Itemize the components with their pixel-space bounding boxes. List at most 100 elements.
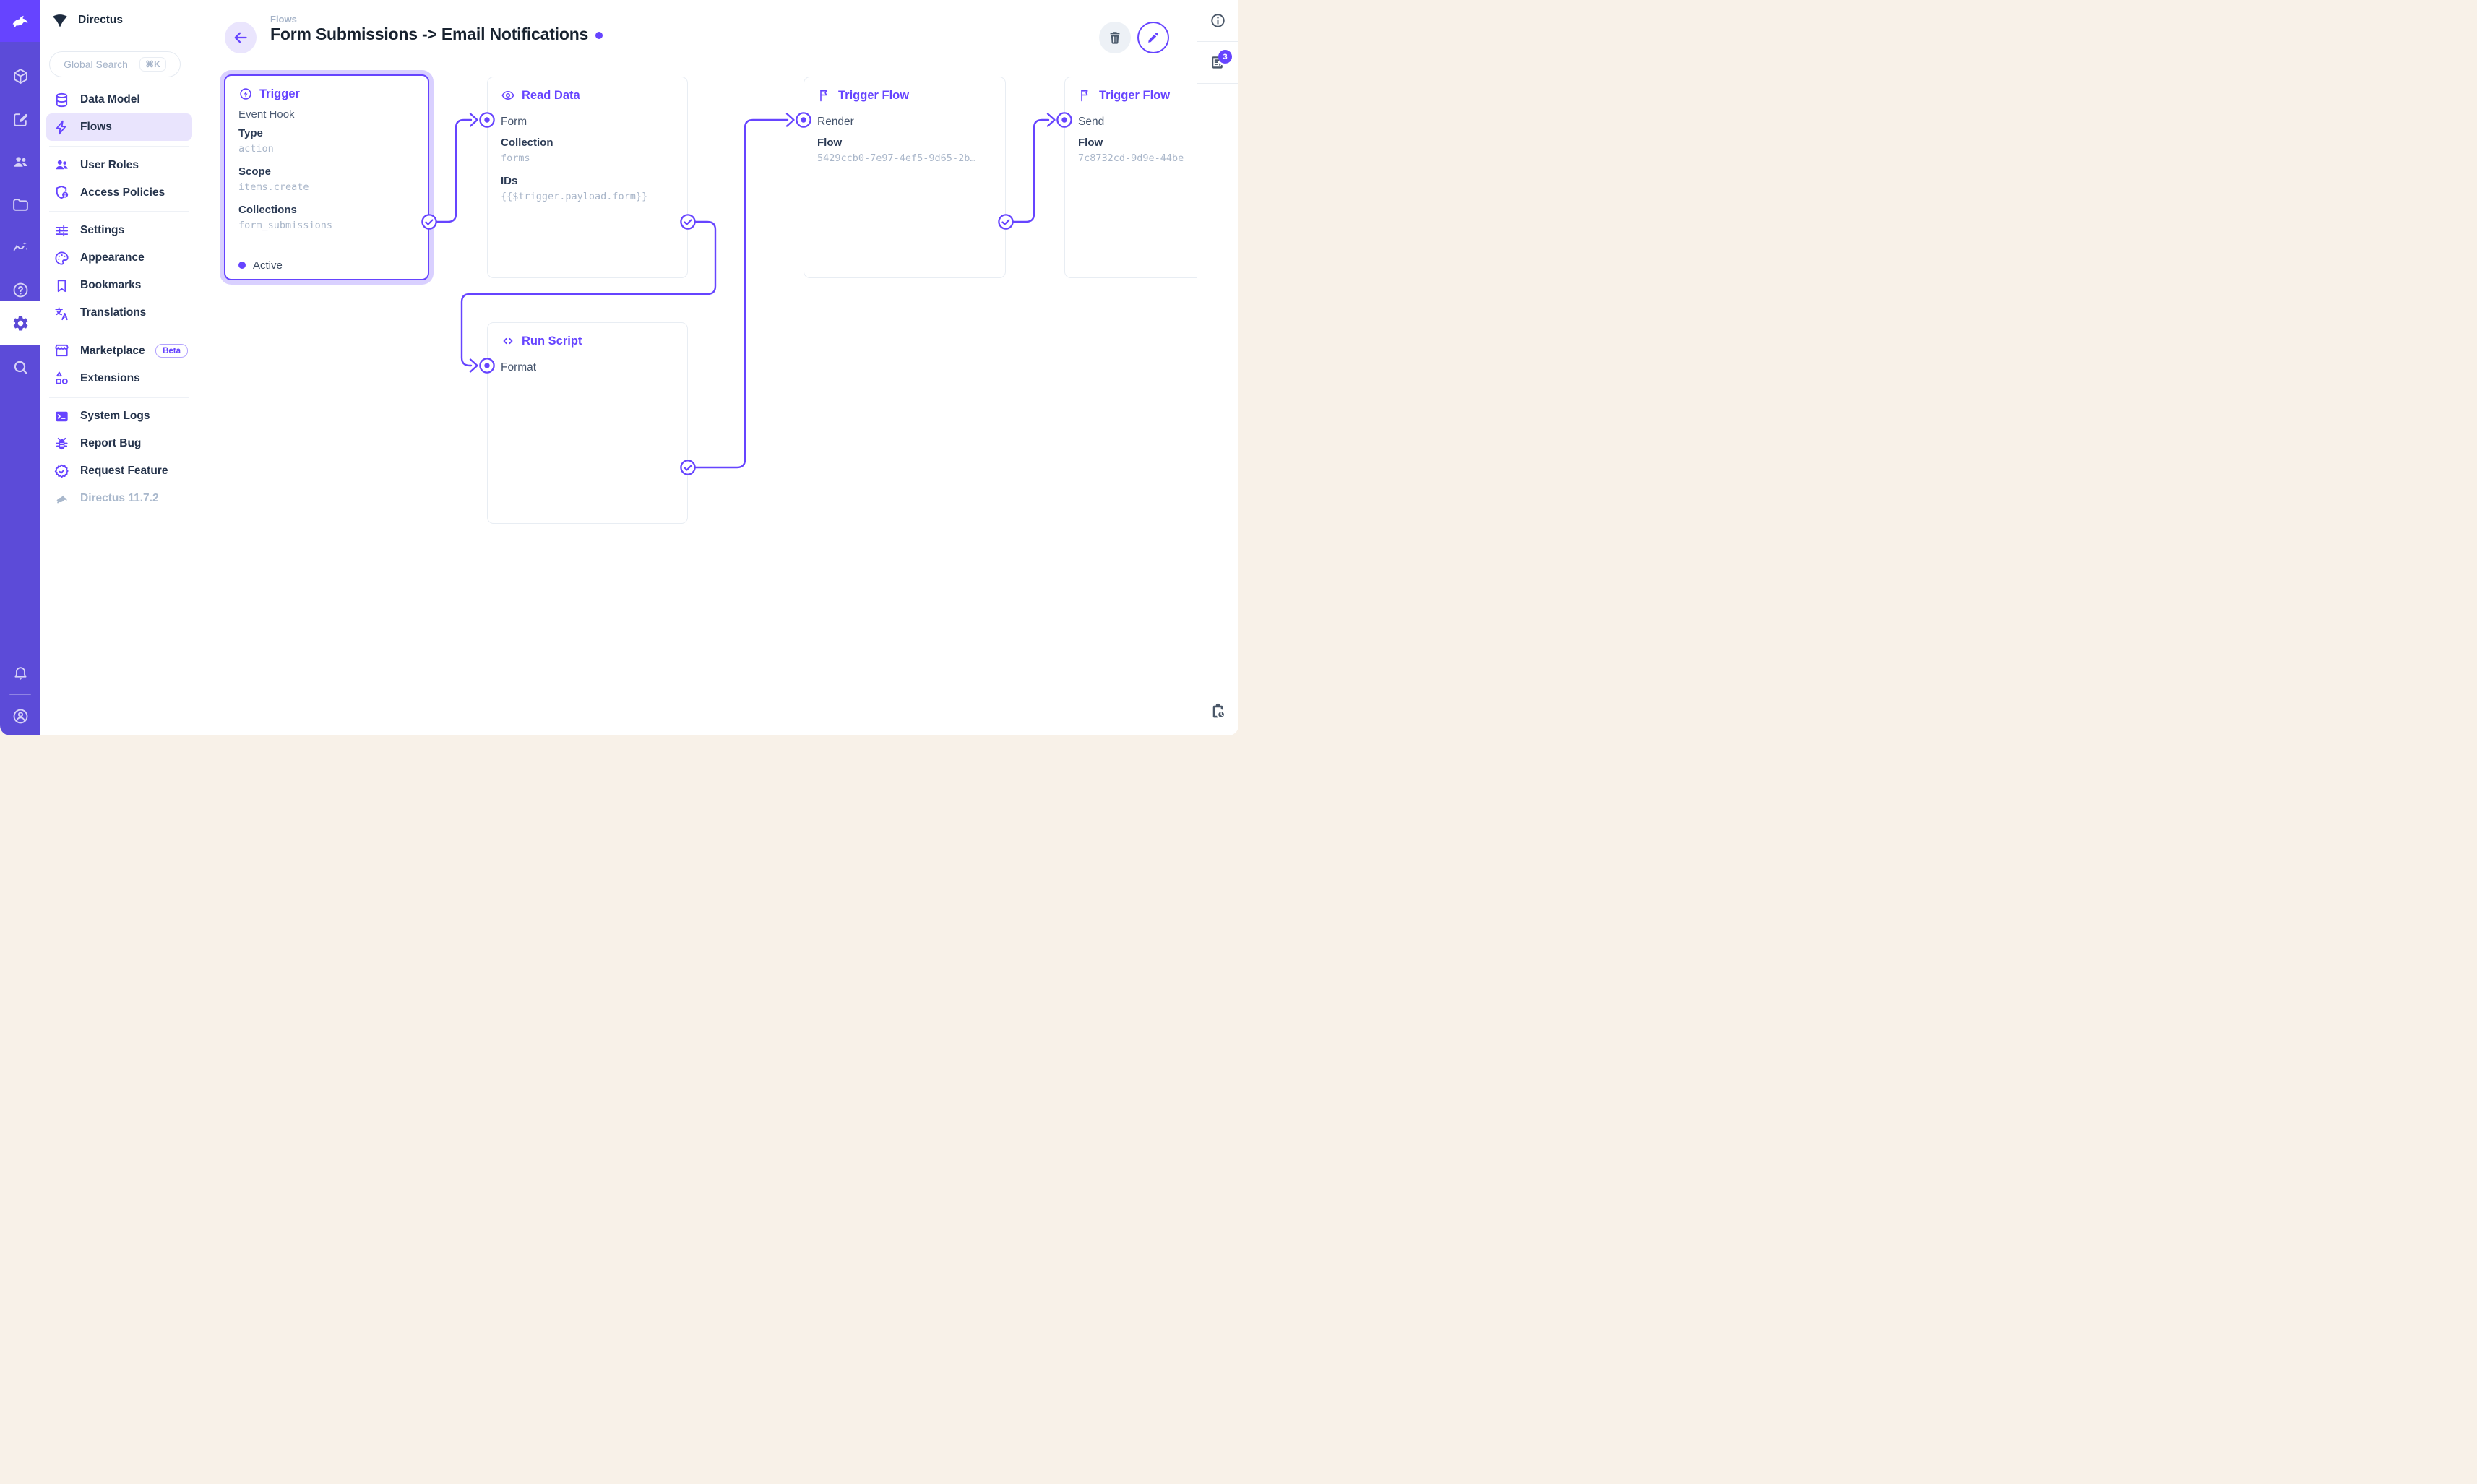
- revisions-count-badge: 3: [1218, 50, 1232, 64]
- field-label: Collection: [501, 137, 553, 149]
- module-bar-divider: [9, 694, 31, 695]
- flow-panel-run-script[interactable]: Run Script Format: [487, 322, 688, 524]
- notifications-button[interactable]: [0, 652, 40, 695]
- global-search[interactable]: ⌘K: [49, 51, 181, 77]
- bug-icon: [56, 437, 68, 449]
- delete-flow-button[interactable]: [1099, 22, 1131, 53]
- wire-run-script-to-trigger-flow-1: [693, 118, 789, 469]
- version-label: Directus 11.7.2: [80, 492, 159, 504]
- flow-canvas[interactable]: Trigger Event Hook Type action Scope ite…: [0, 0, 1238, 735]
- module-content[interactable]: [0, 55, 40, 98]
- module-settings[interactable]: [0, 301, 40, 345]
- sidebar-item-appearance[interactable]: Appearance: [46, 244, 192, 272]
- nav-divider: [49, 397, 189, 398]
- module-insights[interactable]: [0, 226, 40, 269]
- project-name: Directus: [78, 14, 124, 26]
- trigger-type: Event Hook: [238, 108, 295, 121]
- revisions-sidebar-button[interactable]: 3: [1197, 42, 1238, 84]
- module-help[interactable]: [0, 269, 40, 311]
- flag-icon: [1081, 90, 1088, 102]
- sidebar-item-label: Report Bug: [80, 437, 142, 449]
- account-button[interactable]: [0, 695, 40, 735]
- wire-trigger-to-read-data: [434, 118, 473, 223]
- project-header[interactable]: Directus: [40, 9, 123, 32]
- panel-header: Read Data: [501, 87, 674, 104]
- wire-arrowhead: [785, 113, 795, 127]
- svg-text:A: A: [62, 312, 68, 321]
- nav-divider: [49, 145, 189, 147]
- flow-activity-button[interactable]: [1197, 694, 1238, 728]
- field-label: Collections: [238, 204, 297, 216]
- field-value: 5429ccb0-7e97-4ef5-9d65-2b…: [817, 152, 976, 164]
- input-ports: [479, 112, 1072, 374]
- directus-rabbit-icon-gray: [56, 494, 67, 504]
- directus-rabbit-icon: [12, 15, 28, 27]
- directus-logo-button[interactable]: [0, 0, 40, 42]
- unsaved-indicator-dot: [595, 32, 603, 39]
- field-value: {{$trigger.payload.form}}: [501, 191, 648, 202]
- input-port-read-data: [479, 112, 495, 128]
- info-icon: [1211, 14, 1225, 27]
- sidebar-item-flows[interactable]: Flows: [46, 113, 192, 141]
- sidebar-item-translations[interactable]: A Translations: [46, 299, 192, 327]
- eye-icon: [501, 91, 514, 100]
- nav-divider: [49, 211, 189, 212]
- field-label: Flow: [1078, 137, 1103, 149]
- field-value: action: [238, 143, 274, 155]
- breadcrumb[interactable]: Flows: [270, 14, 297, 25]
- panel-input-label: Render: [817, 116, 854, 128]
- sidebar-item-request-feature[interactable]: Request Feature: [46, 457, 192, 485]
- sidebar-item-label: System Logs: [80, 410, 150, 422]
- input-port-trigger-flow-1: [796, 112, 811, 128]
- module-search[interactable]: [0, 346, 40, 389]
- directus-app-window: Directus ⌘K Data Model Flows User Roles: [0, 0, 1238, 735]
- module-files[interactable]: [0, 184, 40, 226]
- sidebar-item-access-policies[interactable]: Access Policies: [46, 179, 192, 207]
- module-editor[interactable]: [0, 98, 40, 141]
- sidebar-item-label: User Roles: [80, 158, 139, 171]
- sidebar-item-settings[interactable]: Settings: [46, 217, 192, 244]
- database-icon: [56, 92, 68, 107]
- sidebar-item-label: Bookmarks: [80, 279, 142, 291]
- sidebar-item-label: Translations: [80, 306, 147, 319]
- flow-panel-trigger-flow-render[interactable]: Trigger Flow Render Flow 5429ccb0-7e97-4…: [804, 77, 1006, 278]
- wire-arrowhead: [469, 358, 478, 373]
- arrow-left-icon: [234, 32, 247, 43]
- sidebar-item-label: Appearance: [80, 251, 145, 264]
- panel-header: Trigger: [238, 85, 415, 103]
- sidebar-item-data-model[interactable]: Data Model: [46, 86, 192, 113]
- module-bar: [0, 0, 40, 735]
- sidebar-item-bookmarks[interactable]: Bookmarks: [46, 272, 192, 299]
- sidebar-item-label: Flows: [80, 121, 112, 133]
- module-users[interactable]: [0, 141, 40, 184]
- flow-panel-read-data[interactable]: Read Data Form Collection forms IDs {{$t…: [487, 77, 688, 278]
- bell-icon: [14, 667, 27, 680]
- sidebar-item-user-roles[interactable]: User Roles: [46, 152, 192, 179]
- field-label: Type: [238, 127, 263, 139]
- output-port-trigger-flow-1: [998, 214, 1014, 230]
- sidebar-item-extensions[interactable]: Extensions: [46, 365, 192, 392]
- edit-flow-button[interactable]: [1137, 22, 1169, 53]
- sidebar-item-marketplace[interactable]: Marketplace Beta: [46, 337, 192, 365]
- panel-header: Trigger Flow: [817, 87, 992, 104]
- title-row: Form Submissions -> Email Notifications: [270, 25, 603, 44]
- header-actions: [1099, 22, 1169, 53]
- back-button[interactable]: [225, 22, 257, 53]
- beta-badge: Beta: [155, 344, 188, 358]
- sidebar-item-label: Settings: [80, 224, 125, 236]
- sidebar-item-report-bug[interactable]: Report Bug: [46, 430, 192, 457]
- edit-square-icon: [13, 113, 27, 126]
- field-label: Scope: [238, 165, 272, 178]
- gear-icon: [13, 315, 27, 331]
- sidebar-version: Directus 11.7.2: [46, 485, 192, 512]
- translate-icon: A: [55, 306, 68, 321]
- info-sidebar-button[interactable]: [1197, 0, 1238, 42]
- shield-user-icon: [56, 186, 69, 199]
- global-search-input[interactable]: [64, 59, 134, 70]
- flow-panel-trigger[interactable]: Trigger Event Hook Type action Scope ite…: [224, 74, 429, 280]
- panel-title: Trigger Flow: [1099, 88, 1171, 102]
- extension-shapes-icon: [56, 371, 68, 384]
- box-icon: [13, 69, 27, 84]
- sidebar-item-system-logs[interactable]: System Logs: [46, 402, 192, 430]
- wire-trigger-flow-1-to-2: [1011, 118, 1050, 223]
